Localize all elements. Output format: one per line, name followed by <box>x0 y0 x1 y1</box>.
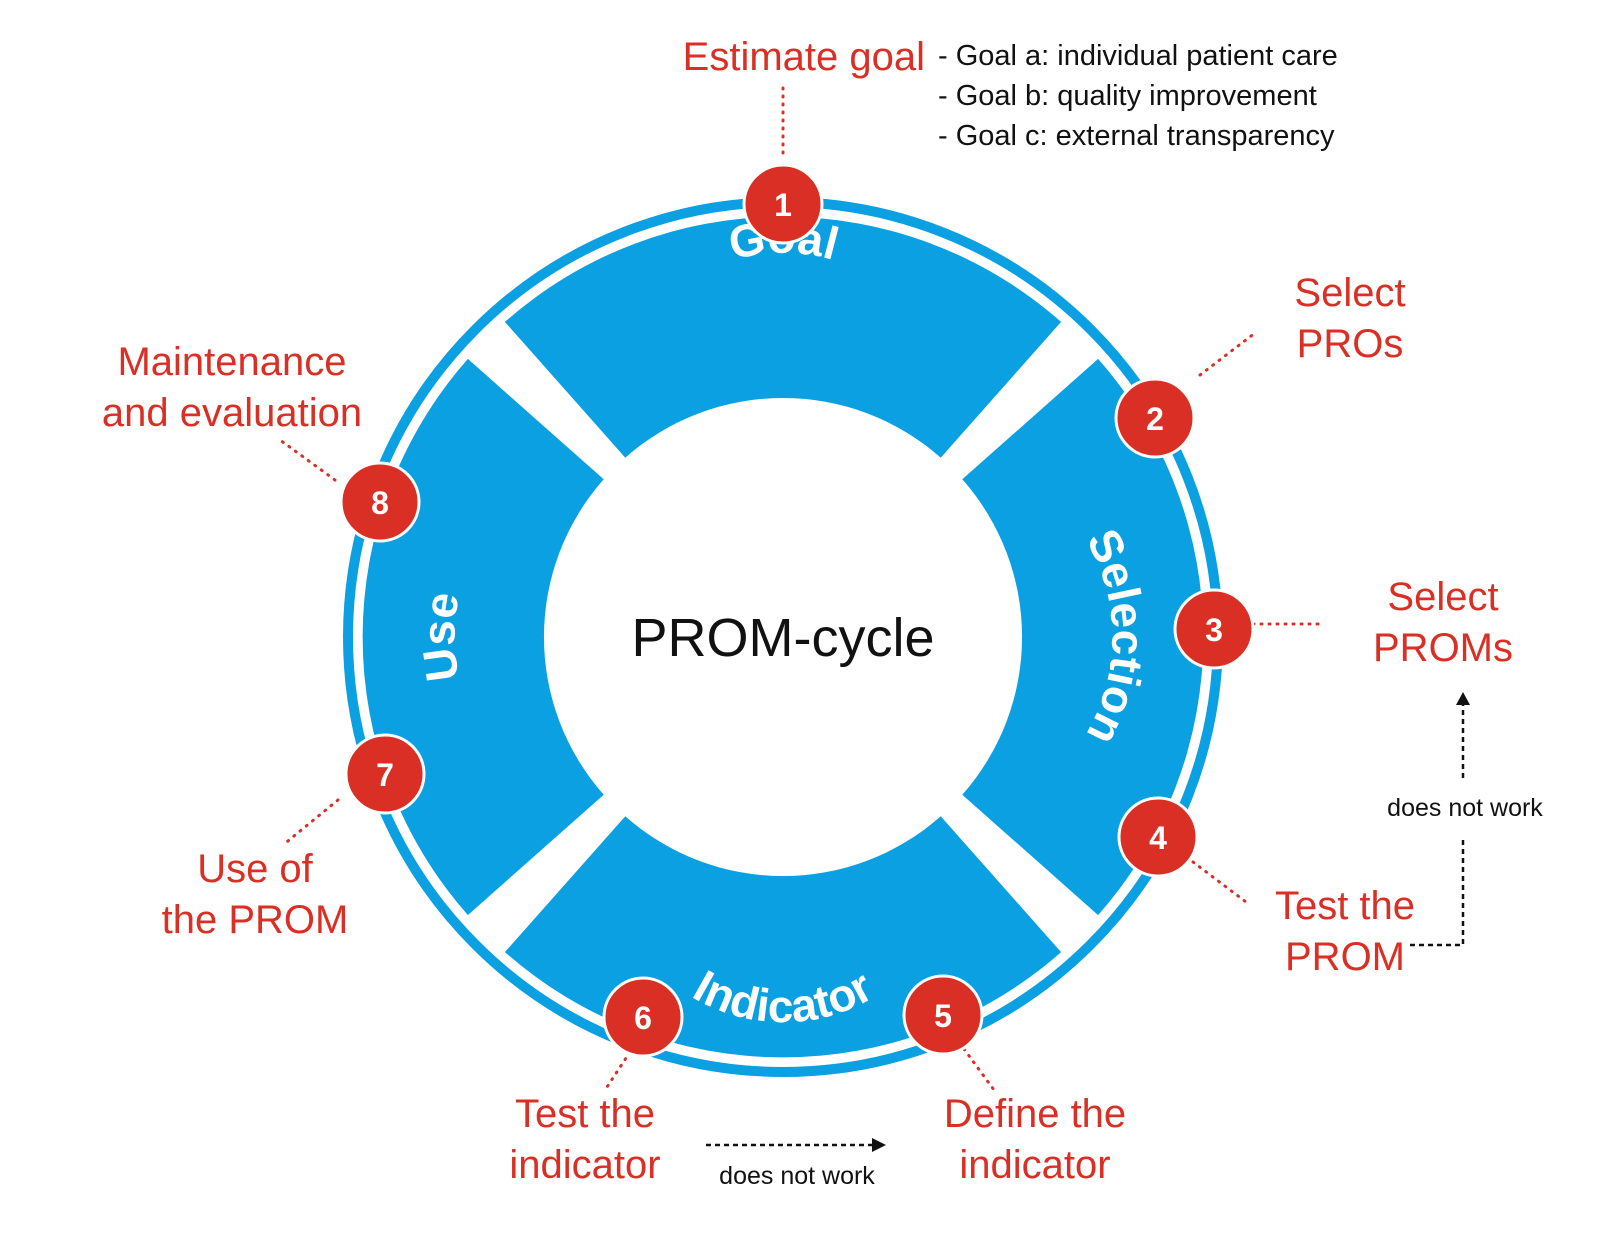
sector-goal <box>504 216 1062 458</box>
step-badges: 1 2 3 4 5 6 7 8 <box>339 163 1255 1058</box>
leader-line-4 <box>1191 860 1252 907</box>
leader-line-5 <box>962 1047 996 1092</box>
step-label-6-line2: indicator <box>509 1143 660 1187</box>
step-badge-3: 3 <box>1173 588 1255 670</box>
step-label-2-line1: Select <box>1294 271 1405 315</box>
goal-list: - Goal a: individual patient care - Goal… <box>938 40 1338 152</box>
step-label-5-line1: Define the <box>944 1092 1126 1136</box>
goal-list-item-c: - Goal c: external transparency <box>938 120 1335 152</box>
step-number-2: 2 <box>1146 401 1164 437</box>
leader-line-8 <box>278 438 337 482</box>
step-label-8-line1: Maintenance <box>117 340 346 384</box>
feedback-arrow-prom: does not work <box>1387 692 1543 947</box>
sector-label-use: Use <box>412 589 468 685</box>
feedback-line-prom-lower <box>1410 838 1465 947</box>
feedback-note-indicator: does not work <box>719 1162 875 1190</box>
step-labels: Estimate goal Select PROs Select PROMs T… <box>102 35 1513 1187</box>
step-badge-6: 6 <box>602 976 684 1058</box>
leader-line-2 <box>1198 331 1257 377</box>
step-badge-1: 1 <box>742 163 824 245</box>
center-title: PROM-cycle <box>631 608 934 668</box>
ring-sectors <box>362 216 1204 1058</box>
arrowhead-up-icon <box>1456 692 1470 705</box>
goal-list-item-a: - Goal a: individual patient care <box>938 40 1338 72</box>
step-label-6-line1: Test the <box>515 1092 655 1136</box>
leader-line-7 <box>281 798 340 847</box>
step-label-7-line1: Use of <box>197 847 313 891</box>
step-number-4: 4 <box>1149 820 1167 856</box>
step-number-5: 5 <box>934 998 952 1034</box>
step-number-8: 8 <box>371 485 389 521</box>
step-badge-5: 5 <box>902 974 984 1056</box>
step-badge-7: 7 <box>344 733 426 815</box>
step-label-4-line1: Test the <box>1275 884 1415 928</box>
step-number-7: 7 <box>376 757 394 793</box>
step-label-4-line2: PROM <box>1285 935 1405 979</box>
step-badge-2: 2 <box>1114 377 1196 459</box>
center-circle <box>563 417 1003 857</box>
step-label-5-line2: indicator <box>959 1143 1110 1187</box>
leader-lines <box>278 86 1320 1092</box>
step-label-7-line2: the PROM <box>162 898 349 942</box>
step-label-3-line1: Select <box>1387 575 1498 619</box>
step-badge-4: 4 <box>1117 796 1199 878</box>
feedback-arrow-indicator: does not work <box>706 1138 886 1190</box>
step-label-2-line2: PROs <box>1297 322 1404 366</box>
step-badge-8: 8 <box>339 461 421 543</box>
goal-list-item-b: - Goal b: quality improvement <box>938 80 1317 112</box>
step-number-3: 3 <box>1205 612 1223 648</box>
step-label-3-line2: PROMs <box>1373 626 1513 670</box>
step-number-1: 1 <box>774 187 792 223</box>
arrowhead-right-icon <box>872 1138 886 1152</box>
sector-selection <box>962 358 1204 916</box>
step-label-1: Estimate goal <box>683 35 925 79</box>
step-label-8-line2: and evaluation <box>102 391 362 435</box>
feedback-note-prom: does not work <box>1387 794 1543 822</box>
step-number-6: 6 <box>634 1000 652 1036</box>
leader-line-6 <box>603 1050 632 1092</box>
